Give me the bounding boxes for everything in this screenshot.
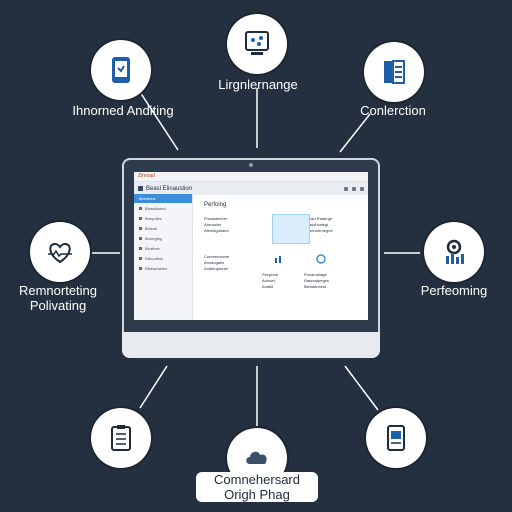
connector-top-left — [139, 91, 179, 151]
connector-top-right — [339, 113, 371, 153]
node-label-left: Remnorteting Polivating — [18, 283, 98, 313]
sidebar-item-icon — [139, 216, 142, 220]
sidebar-item[interactable]: Blassbloted — [134, 203, 192, 213]
app-window: Zinroad Beasl Elinaustion Bendelne Blass… — [134, 172, 368, 320]
minimize-icon[interactable] — [344, 186, 348, 191]
chart-icon — [275, 256, 281, 263]
node-label-top-left: Ihnorned Anditing — [72, 103, 174, 118]
sidebar-item[interactable]: Bnepdies — [134, 213, 192, 223]
node-label-bottom: Comnehersard Origh Phag — [196, 472, 318, 502]
sidebar-item[interactable]: Blnrthes — [134, 243, 192, 253]
monitor: Zinroad Beasl Elinaustion Bendelne Blass… — [122, 158, 380, 358]
node-document-panel — [364, 42, 424, 102]
node-label-right: Perfeoming — [420, 283, 488, 298]
window-controls — [344, 186, 368, 191]
app-header: Beasl Elinaustion — [134, 182, 368, 195]
sidebar: Bendelne Blassbloted Bnepdies Bhisne Bun… — [134, 194, 193, 320]
node-gear-chart — [424, 222, 484, 282]
sidebar-item-active[interactable]: Bendelne — [134, 194, 192, 203]
clipboard-checklist-icon — [111, 425, 131, 451]
page-heading: Perfoing — [204, 202, 227, 208]
node-label-top: Lirgnlernange — [218, 77, 298, 92]
node-label-top-right: Conlerction — [360, 103, 426, 118]
connector-bottom-right — [344, 365, 379, 411]
close-icon[interactable] — [360, 186, 364, 191]
sidebar-item-icon — [139, 226, 142, 230]
sidebar-item[interactable]: Rbieseaetne — [134, 263, 192, 273]
node-tablet-app — [91, 40, 151, 100]
network-device-icon — [245, 31, 269, 55]
main-content: Perfoing Fhoslsteneer Ahrnaohe Afeoldgdn… — [196, 194, 368, 320]
webcam — [249, 163, 253, 167]
connector-bottom-left — [139, 365, 168, 409]
menu-icon[interactable] — [138, 186, 143, 191]
tablet-app-icon — [112, 57, 130, 83]
link-icon — [316, 254, 326, 264]
card-5: Pnnarodiage Ranrsatpeges Biesadnbest — [304, 272, 329, 289]
sidebar-item[interactable]: Bunnglng — [134, 233, 192, 243]
document-panel-icon — [384, 60, 405, 84]
diagram-thumbnail — [272, 214, 310, 244]
heart-icon — [48, 242, 72, 264]
card-2: Ponad Raderge Peasohcelegt Aaonhotrrnegn… — [304, 216, 333, 233]
sidebar-item[interactable]: Rdnudiine — [134, 253, 192, 263]
node-clipboard-checklist — [91, 408, 151, 468]
phone-screen-icon — [387, 425, 405, 451]
node-network-device — [227, 14, 287, 74]
maximize-icon[interactable] — [352, 186, 356, 191]
cloud-icon — [246, 451, 267, 464]
card-3: Conreensame Ahnaogaes Aodlerqdnrse — [204, 254, 230, 271]
app-title: Zinroad — [134, 172, 368, 182]
sidebar-item-icon — [139, 236, 142, 240]
node-phone-screen — [366, 408, 426, 468]
sidebar-item[interactable]: Bhisne — [134, 223, 192, 233]
sidebar-item-icon — [139, 206, 142, 210]
header-title: Beasl Elinaustion — [146, 185, 193, 192]
card-4: Pecpreal Aolroet Ahalkt — [262, 272, 278, 289]
gear-chart-icon — [446, 239, 464, 264]
card-1: Fhoslsteneer Ahrnaohe Afeoldgdnaed — [204, 216, 229, 233]
sidebar-item-icon — [139, 266, 142, 270]
sidebar-item-icon — [139, 246, 142, 250]
monitor-chin — [122, 332, 380, 358]
sidebar-item-icon — [139, 256, 142, 260]
node-heart — [30, 222, 90, 282]
